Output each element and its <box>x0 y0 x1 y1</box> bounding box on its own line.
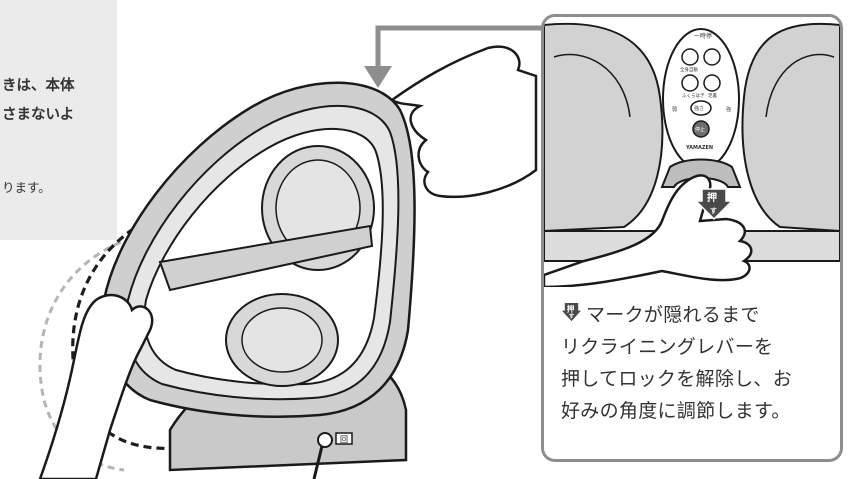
callout-instructions: 押 す マークが隠れるまで リクライニングレバーを 押してロックを解除し、お 好… <box>561 299 840 427</box>
push-mark-glyph: 押 <box>567 304 575 314</box>
callout-pointer-arrow <box>364 25 545 88</box>
massager-body <box>102 81 416 418</box>
remote-label-2: ふくらはぎ <box>682 92 705 99</box>
remote-label-1: 全身自動 <box>680 66 698 73</box>
callout-line-1: マークが隠れるまで <box>586 304 760 326</box>
callout-closeup: 一時停 全身自動 ふくらはぎ 足裏 強さ 弱 強 停止 YAMAZEN 押 す <box>544 17 840 287</box>
remote-label-3: 足裏 <box>708 92 717 99</box>
push-mark-subglyph: す <box>569 312 575 320</box>
push-icon-subglyph: す <box>710 207 717 215</box>
callout-box: 一時停 全身自動 ふくらはぎ 足裏 強さ 弱 強 停止 YAMAZEN 押 す <box>541 14 843 462</box>
push-mark-icon: 押 す <box>561 302 582 322</box>
left-foot-well <box>544 22 664 233</box>
strength-button[interactable] <box>690 100 712 116</box>
recline-lever[interactable] <box>660 158 742 188</box>
sole-button[interactable] <box>703 74 721 92</box>
auto-mode-button[interactable] <box>681 48 699 66</box>
note-text-line-2: さまないよ <box>2 107 75 123</box>
mode-button-2[interactable] <box>703 48 721 66</box>
callout-line-4: 好みの角度に調節します。 <box>561 400 791 422</box>
callout-line-2: リクライニングレバーを <box>561 336 774 358</box>
note-text-line-3: ります。 <box>2 180 51 195</box>
calf-button[interactable] <box>681 74 699 92</box>
remote-strong-label: 強 <box>726 106 731 113</box>
power-cord <box>312 445 324 479</box>
upper-hand <box>389 45 538 199</box>
note-text-line-1: きは、本体 <box>2 78 75 94</box>
remote-center-label: 強さ <box>694 105 704 112</box>
power-socket <box>317 432 333 448</box>
remote-top-label: 一時停 <box>694 32 712 40</box>
right-foot-well <box>741 22 840 233</box>
remote-stop-label: 停止 <box>695 126 705 133</box>
remote-brand: YAMAZEN <box>685 145 713 151</box>
note-box: きは、本体 さまないよ ります。 <box>0 0 117 240</box>
lower-hand <box>38 293 154 479</box>
callout-line-3: 押してロックを解除し、お <box>561 368 793 390</box>
push-icon-glyph: 押 <box>707 191 717 204</box>
push-icon: 押 す <box>694 188 734 221</box>
remote-control: 一時停 全身自動 ふくらはぎ 足裏 強さ 弱 強 停止 YAMAZEN <box>662 28 740 170</box>
power-switch <box>335 432 353 445</box>
divider-bar <box>158 224 374 292</box>
stop-button[interactable] <box>692 120 710 138</box>
remote-weak-label: 弱 <box>672 107 677 113</box>
panel-badge: 回 <box>340 435 348 444</box>
